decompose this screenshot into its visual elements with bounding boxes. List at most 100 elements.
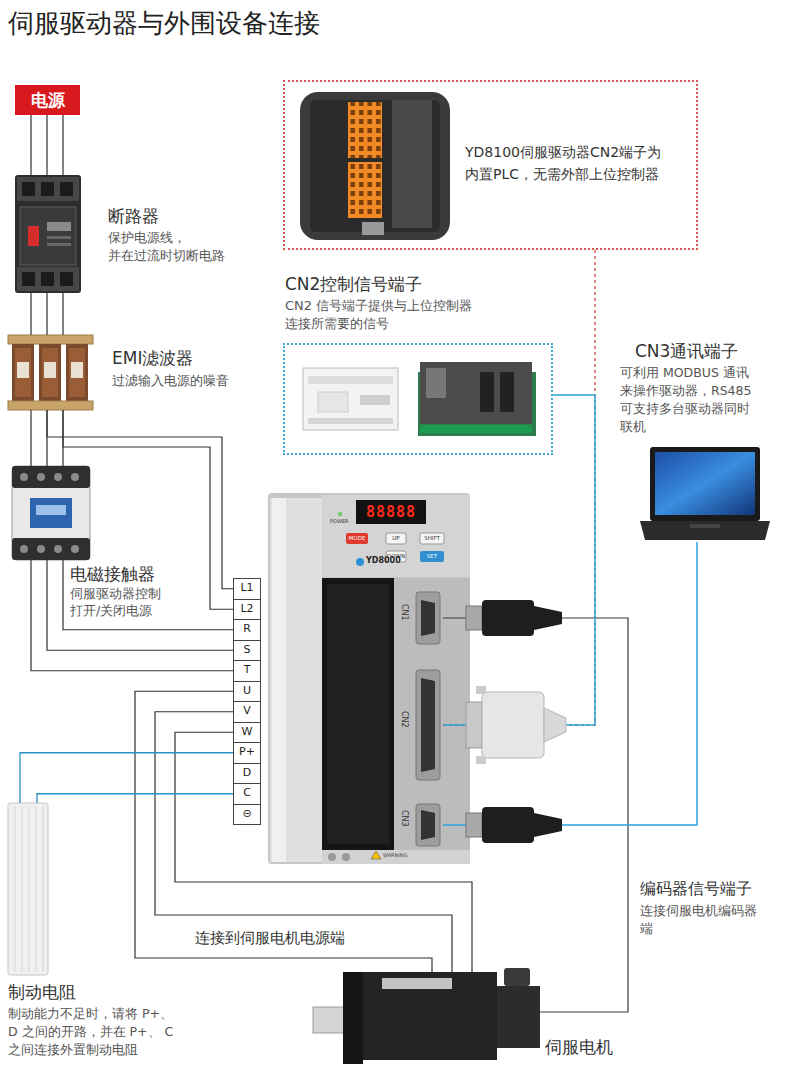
servo-drive-picture: [342, 853, 350, 861]
terminal-name: D: [234, 764, 260, 784]
builtin-plc-note-box: YD8100伺服驱动器CN2端子为 内置PLC，无需外部上位控制器: [283, 80, 698, 250]
heading: CN3通讯端子: [635, 340, 738, 363]
cn2-port: CN2: [413, 665, 443, 785]
servo-drive-picture: [338, 512, 342, 516]
servo-motor-picture: [504, 968, 530, 986]
description: 制动能力不足时，请将 P+、 D 之间的开路，并在 P+、 C 之间连接外置制动…: [8, 1005, 183, 1059]
closeup-photo: [348, 102, 382, 158]
servo-drive-picture: [356, 558, 364, 566]
emi-filter-picture: [44, 362, 56, 378]
description: 过滤输入电源的噪音: [112, 372, 262, 390]
emi-filter-picture: [39, 344, 61, 401]
port-label: CN1: [398, 604, 409, 621]
contactor-picture: [54, 473, 62, 481]
power-wire: [47, 560, 233, 650]
plc-pictures: [420, 425, 532, 433]
contactor-picture: [37, 473, 45, 481]
laptop-picture: [640, 521, 770, 540]
brake-resistor: 制动电阻制动能力不足时，请将 P+、 D 之间的开路，并在 P+、 C 之间连接…: [8, 803, 48, 975]
terminal-name: V: [234, 702, 260, 722]
brake-wire: [20, 753, 233, 803]
circuit-breaker: 断路器保护电源线， 并在过流时切断电路: [15, 175, 81, 293]
power-wire: [155, 712, 452, 972]
power-wire: [31, 293, 63, 335]
warning-label: WARNING: [383, 852, 407, 859]
closeup-photo: [392, 100, 432, 228]
controller-group-box: CN2控制信号端子CN2 信号端子提供与上位控制器 连接所需要的信号: [283, 343, 553, 455]
laptop-picture: [640, 447, 770, 540]
description: 保护电源线， 并在过流时切断电路: [108, 229, 233, 265]
power-wire: [175, 732, 472, 972]
servo-drive-picture: [322, 850, 470, 864]
servo-motor-picture: [363, 972, 497, 1060]
plc-pictures: [420, 362, 532, 424]
terminal-name: ⊝: [234, 805, 260, 825]
servo-drive-picture: [386, 533, 406, 544]
cn1-plug: [534, 606, 562, 630]
contactor-picture: [37, 545, 45, 553]
terminal-name: U: [234, 682, 260, 702]
closeup-photo: [310, 100, 440, 232]
power-indicator-label: POWER: [330, 518, 349, 525]
model-logo: YD8000: [366, 556, 401, 567]
circuit-breaker-picture: [22, 182, 35, 196]
wiring-note: 连接到伺服电机电源端: [195, 928, 345, 948]
circuit-breaker-picture: [60, 182, 73, 196]
contactor-picture: [20, 473, 28, 481]
servo-motor-picture: [497, 986, 540, 1048]
plc-pictures: [480, 372, 494, 412]
closeup-photo: [300, 92, 450, 240]
terminal-name: S: [234, 641, 260, 661]
terminal-name: C: [234, 784, 260, 804]
emi-filter-picture: [15, 348, 31, 397]
callout-heading: 编码器信号端子: [640, 878, 752, 900]
servo-drive-picture: [420, 551, 444, 562]
closeup-photo: [300, 92, 450, 240]
emi-filter-picture: [71, 362, 83, 378]
dotted-link: [443, 250, 595, 725]
signal-cable: [443, 542, 697, 825]
contactor-picture: [54, 545, 62, 553]
cn2-plug: [476, 686, 486, 694]
servo-motor-picture: [313, 968, 540, 1064]
cn3-plug: [482, 807, 534, 843]
laptop-picture: [655, 452, 755, 515]
heading: EMI滤波器: [112, 347, 193, 370]
brake-resistor-picture: [8, 803, 48, 975]
servo-drive-picture: [421, 678, 435, 772]
circuit-breaker-picture: [22, 272, 35, 286]
heading: 制动电阻: [8, 981, 76, 1004]
power-wire: [47, 410, 233, 589]
contactor-picture: [30, 498, 72, 528]
button-label: SHIFT: [420, 533, 444, 544]
cn3-plug: [466, 813, 482, 837]
terminal-name: R: [234, 620, 260, 640]
terminal-cell: V: [233, 701, 261, 723]
brake-resistor-picture: [8, 803, 48, 975]
power-wire: [63, 560, 233, 630]
emi-filter-picture: [8, 335, 93, 410]
closeup-photo: [348, 162, 382, 218]
servo-motor-picture: [343, 972, 363, 1064]
cn1-port: CN1: [413, 588, 443, 648]
brake-resistor-picture: [22, 806, 23, 972]
contactor-picture: [20, 545, 28, 553]
terminal-name: W: [234, 723, 260, 743]
terminal-cell: ⊝: [233, 804, 261, 826]
circuit-breaker-picture: [47, 243, 71, 246]
servo-drive-picture: [346, 533, 368, 544]
servo-drive-picture: [322, 495, 470, 577]
terminal-cell: S: [233, 640, 261, 662]
laptop-picture: [690, 524, 720, 528]
servo-drive-picture: [394, 578, 470, 850]
servo-drive-picture: [268, 493, 470, 864]
terminal-cell: T: [233, 660, 261, 682]
contactor-picture: [12, 466, 90, 560]
emi-filter-picture: [69, 348, 85, 397]
power-wire: [135, 691, 432, 972]
callout-text: 连接伺服电机编码器 端: [640, 902, 765, 938]
servo-drive-picture: [416, 670, 440, 780]
servo-drive-picture: [420, 533, 444, 544]
power-wire: [63, 410, 233, 609]
